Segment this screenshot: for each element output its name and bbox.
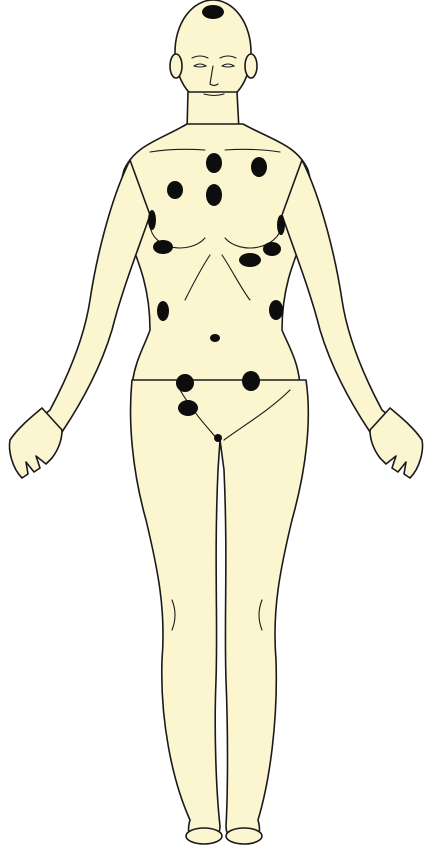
marker-left-waist — [269, 300, 283, 320]
marker-under-right-breast — [153, 240, 173, 254]
marker-pubis — [214, 434, 222, 442]
marker-right-lower-abdomen — [176, 374, 194, 392]
right-foot — [186, 828, 222, 844]
marker-navel — [210, 334, 220, 342]
marker-under-left-breast-outer — [263, 242, 281, 256]
marker-right-groin — [178, 400, 198, 416]
marker-left-lower-abdomen — [242, 371, 260, 391]
marker-under-left-breast-inner — [239, 253, 261, 267]
marker-right-side-chest — [148, 210, 156, 230]
legs — [131, 380, 309, 842]
right-ear — [170, 54, 182, 78]
marker-crown-of-head — [202, 5, 224, 19]
marker-right-waist — [157, 301, 169, 321]
marker-sternum — [206, 184, 222, 206]
marker-upper-right-chest — [251, 157, 267, 177]
marker-lower-neck-front — [206, 153, 222, 173]
left-ear — [245, 54, 257, 78]
marker-left-side-chest — [277, 215, 285, 235]
marker-upper-left-chest — [167, 181, 183, 199]
female-body-figure — [10, 0, 423, 844]
left-foot — [226, 828, 262, 844]
